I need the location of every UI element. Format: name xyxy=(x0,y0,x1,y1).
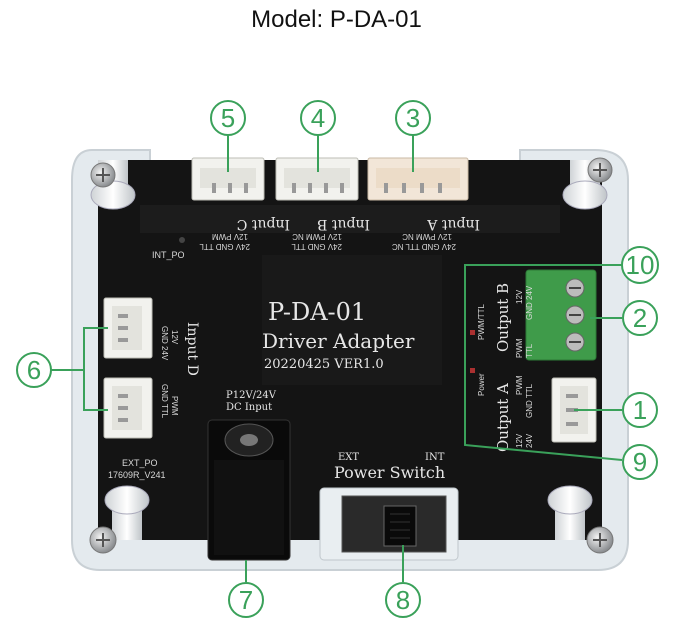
label-dc-line2: DC Input xyxy=(226,402,272,413)
pins-out-a3: 12V xyxy=(515,433,524,448)
svg-text:4: 4 xyxy=(311,103,325,133)
svg-text:5: 5 xyxy=(221,103,235,133)
label-board-version: 20220425 VER1.0 xyxy=(264,357,384,372)
label-power-led: Power xyxy=(477,373,486,396)
svg-text:1: 1 xyxy=(633,395,647,425)
svg-text:9: 9 xyxy=(633,447,647,477)
callout-2: 2 xyxy=(622,300,658,336)
label-power-switch: Power Switch xyxy=(334,463,445,482)
pins-b: 12V PWM NC xyxy=(292,232,342,241)
standoff-bottom-left xyxy=(89,485,150,554)
callout-6: 6 xyxy=(16,352,52,388)
label-input-a: Input A xyxy=(426,216,480,232)
pins-c2: 24V GND TTL xyxy=(199,242,250,251)
pins-a2: 24V GND TTL NC xyxy=(392,242,456,251)
pins-out-a1: PWM xyxy=(515,375,524,395)
callout-7: 7 xyxy=(228,582,264,618)
svg-text:10: 10 xyxy=(626,250,655,280)
page-title: Model: P-DA-01 xyxy=(251,6,422,33)
svg-text:8: 8 xyxy=(396,585,410,615)
standoff-bottom-right xyxy=(547,485,614,554)
label-int-po: INT_PO xyxy=(152,250,185,260)
pins-d-bottom2: GND TTL xyxy=(160,384,169,419)
label-serial: 17609R_V241 xyxy=(108,470,166,480)
label-ext-po: EXT_PO xyxy=(122,458,158,468)
label-pwm-ttl: PWM/TTL xyxy=(477,303,486,340)
connector-input-d-top xyxy=(103,297,153,359)
pins-d-bottom: PWM xyxy=(170,396,179,416)
pins-out-a4: 24V xyxy=(525,433,534,448)
top-silkscreen: Input C Input B Input A 12V PWM 24V GND … xyxy=(199,216,480,251)
dc-input-jack xyxy=(207,419,291,561)
pins-c: 12V PWM xyxy=(212,232,248,241)
label-board-subtitle: Driver Adapter xyxy=(262,329,415,353)
pins-b2: 24V GND TTL xyxy=(291,242,342,251)
label-output-b: Output B xyxy=(494,283,512,352)
connector-input-d-bottom xyxy=(103,377,153,439)
callout-3: 3 xyxy=(395,100,431,136)
callout-8: 8 xyxy=(385,582,421,618)
pins-a: 12V PWM NC xyxy=(402,232,452,241)
callout-5: 5 xyxy=(210,100,246,136)
connector-input-a xyxy=(367,157,469,201)
callout-4: 4 xyxy=(300,100,336,136)
pins-out-b1: 12V xyxy=(515,289,524,304)
label-input-c: Input C xyxy=(237,216,290,232)
pins-out-b2: GND 24V xyxy=(525,285,534,320)
power-switch xyxy=(319,487,459,561)
connector-input-b xyxy=(275,157,359,201)
label-output-a: Output A xyxy=(494,383,512,452)
callout-lines xyxy=(50,135,623,582)
svg-text:3: 3 xyxy=(406,103,420,133)
callout-9: 9 xyxy=(622,444,658,480)
svg-text:7: 7 xyxy=(239,585,253,615)
connector-input-c xyxy=(191,157,265,201)
label-input-b: Input B xyxy=(317,216,370,232)
callout-10: 10 xyxy=(621,246,659,284)
standoff-top-left xyxy=(90,160,136,210)
svg-text:6: 6 xyxy=(27,355,41,385)
pins-out-b4: TTL xyxy=(525,343,534,358)
label-input-d: Input D xyxy=(184,322,200,376)
pins-out-a2: GND TTL xyxy=(525,383,534,418)
pins-d-top2: GND 24V xyxy=(160,326,169,361)
standoff-top-right xyxy=(562,157,613,210)
label-ext: EXT xyxy=(338,452,359,463)
terminal-output-b xyxy=(525,269,597,361)
pins-out-b3: PWM xyxy=(515,338,524,358)
callout-1: 1 xyxy=(622,392,658,428)
label-dc-line1: P12V/24V xyxy=(226,390,277,401)
label-int: INT xyxy=(425,452,445,463)
label-board-name: P-DA-01 xyxy=(268,298,366,326)
pins-d-top: 12V xyxy=(170,330,179,345)
svg-text:2: 2 xyxy=(633,303,647,333)
